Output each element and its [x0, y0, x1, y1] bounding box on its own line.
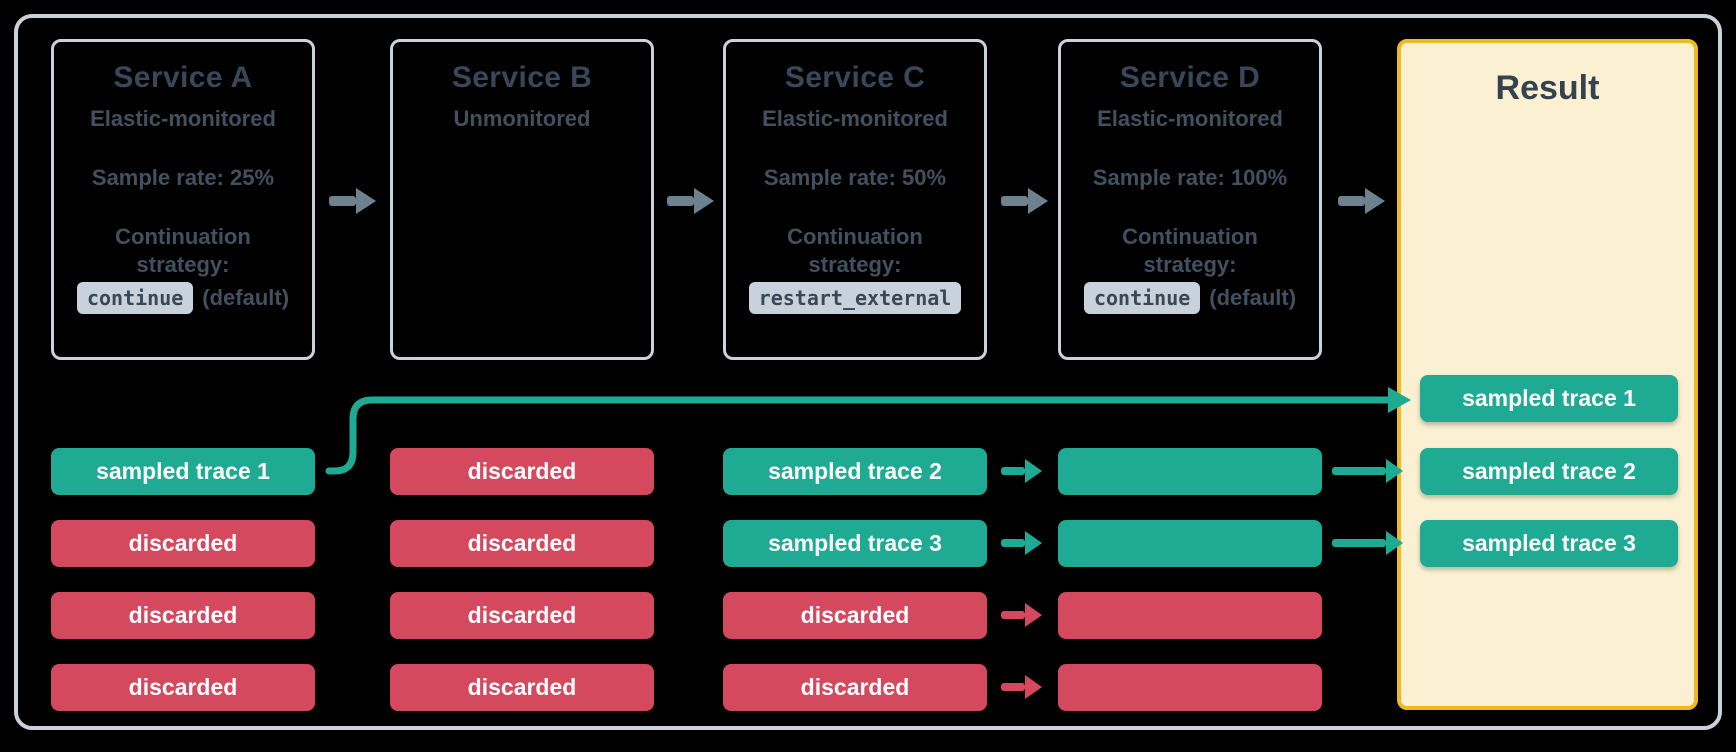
result-trace-bar-3: sampled trace 3: [1420, 520, 1678, 567]
service-a-strategy-code-chip: continue: [76, 282, 194, 314]
service-b-monitoring: Unmonitored: [453, 106, 591, 131]
service-b-trace-bar-4: discarded: [390, 664, 654, 711]
service-d-strategy-value: continue (default): [1083, 282, 1297, 314]
result-trace-bar-2: sampled trace 2: [1420, 448, 1678, 495]
service-a-strategy-suffix: (default): [202, 285, 290, 310]
service-a-strategy-label: Continuation strategy:: [115, 224, 251, 277]
service-b-trace-bar-3: discarded: [390, 592, 654, 639]
service-c-strategy-code-chip: restart_external: [748, 282, 962, 314]
arrow-trace2-d-to-result-icon: [1332, 458, 1403, 484]
service-a-title: Service A: [113, 61, 253, 94]
service-b-title: Service B: [451, 61, 593, 94]
service-b-trace-bar-1: discarded: [390, 448, 654, 495]
service-c-strategy-value: restart_external: [748, 282, 962, 314]
arrow-b-to-c-icon: [667, 187, 714, 215]
service-a-trace-bar-4: discarded: [51, 664, 315, 711]
service-c-title: Service C: [784, 61, 926, 94]
service-d-strategy-suffix: (default): [1209, 285, 1297, 310]
service-c-trace-bar-2: sampled trace 3: [723, 520, 987, 567]
service-d-box: Service D Elastic-monitored Sample rate:…: [1058, 39, 1322, 360]
service-a-monitoring: Elastic-monitored: [90, 106, 276, 131]
service-c-box: Service C Elastic-monitored Sample rate:…: [723, 39, 987, 360]
arrow-trace1-c-to-d-icon: [1001, 458, 1042, 484]
diagram-outer-frame: [14, 14, 1722, 730]
service-d-title: Service D: [1119, 61, 1261, 94]
service-c-strategy-label: Continuation strategy:: [787, 224, 923, 277]
result-trace-bar-1: sampled trace 1: [1420, 375, 1678, 422]
service-d-strategy-label: Continuation strategy:: [1122, 224, 1258, 277]
arrow-trace2-c-to-d-icon: [1001, 530, 1042, 556]
service-c-monitoring: Elastic-monitored: [762, 106, 948, 131]
service-a-box: Service A Elastic-monitored Sample rate:…: [51, 39, 315, 360]
service-a-trace-bar-1: sampled trace 1: [51, 448, 315, 495]
arrow-c-to-d-icon: [1001, 187, 1048, 215]
arrow-discarded1-c-to-d-icon: [1001, 602, 1042, 628]
service-d-sample-rate: Sample rate: 100%: [1092, 165, 1288, 190]
service-a-sample-rate: Sample rate: 25%: [91, 165, 275, 190]
service-c-trace-bar-4: discarded: [723, 664, 987, 711]
result-title: Result: [1495, 69, 1600, 107]
service-d-trace-bar-1: [1058, 448, 1322, 495]
service-c-sample-rate: Sample rate: 50%: [763, 165, 947, 190]
service-a-trace-bar-3: discarded: [51, 592, 315, 639]
service-d-strategy-code-chip: continue: [1083, 282, 1201, 314]
arrow-d-to-result-icon: [1338, 187, 1385, 215]
service-d-trace-bar-4: [1058, 664, 1322, 711]
service-b-box: Service B Unmonitored: [390, 39, 654, 360]
service-c-trace-bar-3: discarded: [723, 592, 987, 639]
service-a-trace-bar-2: discarded: [51, 520, 315, 567]
service-d-trace-bar-3: [1058, 592, 1322, 639]
service-d-monitoring: Elastic-monitored: [1097, 106, 1283, 131]
service-d-trace-bar-2: [1058, 520, 1322, 567]
service-b-trace-bar-2: discarded: [390, 520, 654, 567]
arrow-discarded2-c-to-d-icon: [1001, 674, 1042, 700]
service-a-strategy-value: continue (default): [76, 282, 290, 314]
arrow-trace3-d-to-result-icon: [1332, 530, 1403, 556]
arrow-a-to-b-icon: [329, 187, 376, 215]
service-c-trace-bar-1: sampled trace 2: [723, 448, 987, 495]
result-box: Result: [1397, 39, 1698, 710]
